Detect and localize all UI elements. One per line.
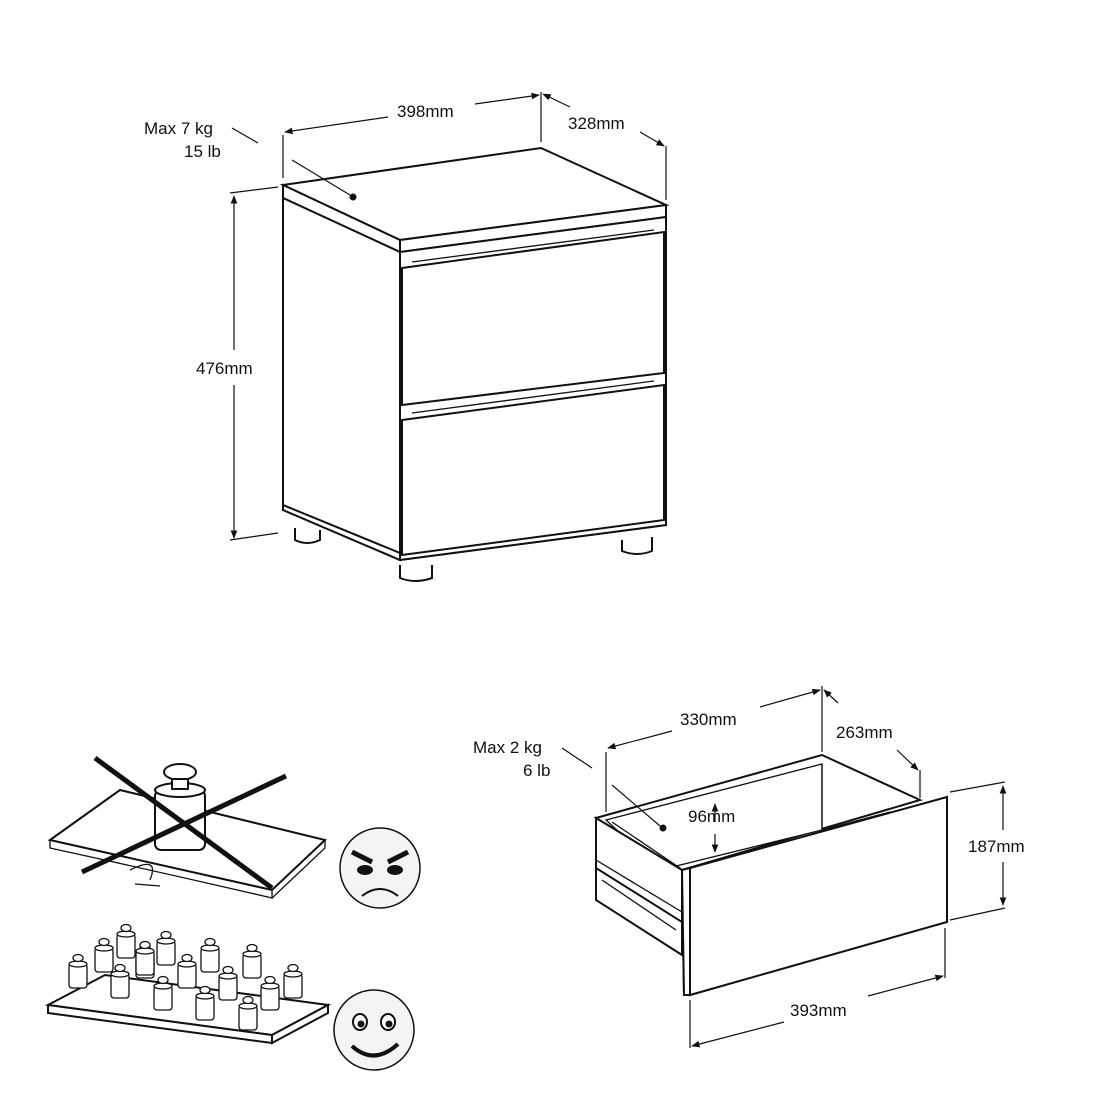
- cabinet-drawing: [279, 146, 670, 582]
- small-weight: [283, 963, 303, 999]
- concentrated-load-wrong-icon: [47, 755, 328, 899]
- cabinet-height-label: 476mm: [196, 359, 253, 378]
- small-weight: [135, 940, 155, 976]
- drawer-inner-depth-label: 263mm: [836, 723, 893, 742]
- small-weight: [242, 943, 262, 979]
- drawer-front-height-label: 187mm: [968, 837, 1025, 856]
- small-weight: [116, 923, 136, 959]
- drawer-inner-width-label: 330mm: [680, 710, 737, 729]
- cabinet-dimensions: [229, 92, 667, 541]
- drawer-load-kg-label: Max 2 kg: [473, 738, 542, 757]
- small-weight: [156, 930, 176, 966]
- cabinet-foot: [399, 565, 433, 582]
- drawer-inner-height-label: 96mm: [688, 807, 735, 826]
- small-weight: [68, 953, 88, 989]
- small-weight: [94, 937, 114, 973]
- cabinet-drawer-lower: [401, 383, 665, 557]
- small-weight: [200, 937, 220, 973]
- cross-line: [80, 773, 288, 875]
- cabinet-foot: [294, 528, 321, 544]
- small-weight: [177, 953, 197, 989]
- angry-face-icon: [339, 827, 421, 909]
- drawer-dimensions: [561, 686, 1007, 1048]
- small-weight: [110, 963, 130, 999]
- drawer-load-point-marker: [659, 824, 667, 832]
- happy-face-icon: [333, 989, 415, 1071]
- cabinet-width-label: 398mm: [397, 102, 454, 121]
- drawer-load-lb-label: 6 lb: [523, 761, 550, 780]
- cabinet-side-panel: [282, 196, 401, 562]
- drawer-drawing: [593, 753, 948, 997]
- cabinet-load-lb-label: 15 lb: [184, 142, 221, 161]
- cabinet-foot: [621, 537, 653, 555]
- cabinet-load-kg-label: Max 7 kg: [144, 119, 213, 138]
- small-weight: [218, 965, 238, 1001]
- load-point-marker: [349, 193, 357, 201]
- small-weight: [238, 995, 258, 1031]
- distributed-load-correct-icon: [44, 923, 332, 1045]
- small-weight: [195, 985, 215, 1021]
- small-weight: [260, 975, 280, 1011]
- drawer-front-width-label: 393mm: [790, 1001, 847, 1020]
- small-weight: [153, 975, 173, 1011]
- cabinet-drawer-upper: [401, 230, 665, 407]
- cabinet-depth-label: 328mm: [568, 114, 625, 133]
